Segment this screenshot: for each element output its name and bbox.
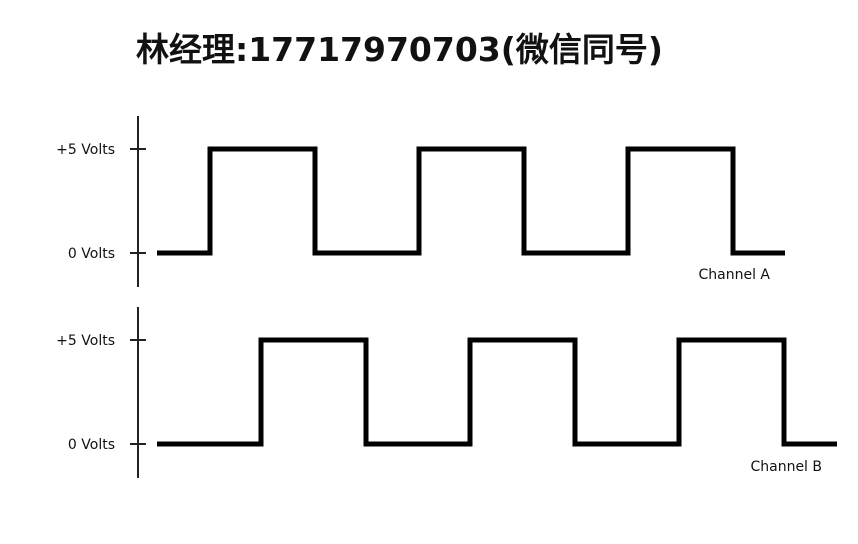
channel-b-waveform bbox=[157, 337, 837, 447]
channel-b-name: Channel B bbox=[750, 459, 822, 475]
channel-a-panel: +5 Volts 0 Volts Channel A bbox=[56, 116, 785, 287]
channel-b-panel: +5 Volts 0 Volts Channel B bbox=[56, 307, 837, 478]
channel-b-high-label: +5 Volts bbox=[56, 333, 115, 349]
channel-a-low-label: 0 Volts bbox=[68, 246, 115, 262]
page-title: 林经理:17717970703(微信同号) bbox=[136, 30, 663, 69]
channel-a-name: Channel A bbox=[698, 267, 770, 283]
channel-b-low-label: 0 Volts bbox=[68, 437, 115, 453]
channel-a-high-label: +5 Volts bbox=[56, 142, 115, 158]
channel-a-waveform bbox=[157, 146, 785, 256]
